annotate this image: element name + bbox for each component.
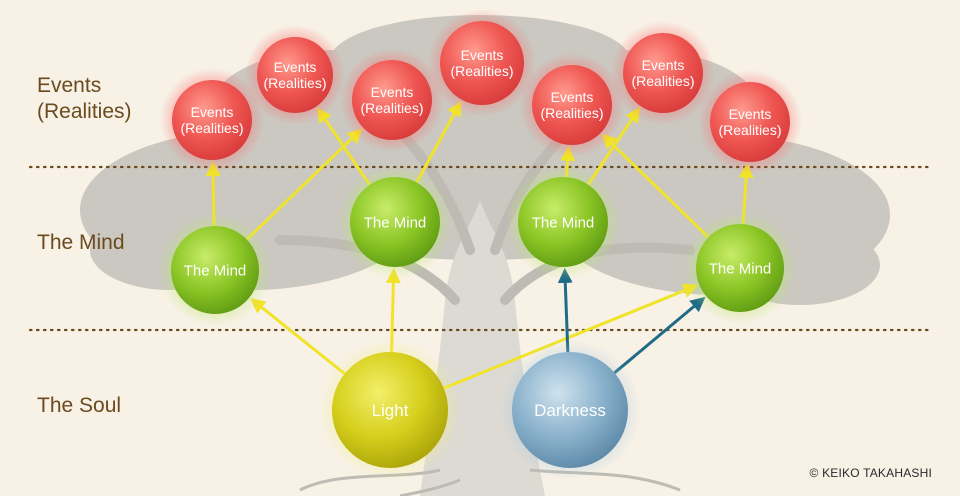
row-label-events-line2: (Realities) [37,100,132,123]
event-node-3: Events(Realities) [340,48,444,152]
event-node-4: Events(Realities) [428,9,536,117]
event-node-2: Events(Realities) [245,25,345,125]
event-node-7: Events(Realities) [698,70,802,174]
event-node-7-circle [710,82,790,162]
event-node-3-label: (Realities) [360,100,423,116]
arrow-m4-to-e5 [601,133,710,239]
soul-node-light-label: Light [372,401,409,420]
event-node-6: Events(Realities) [611,21,715,125]
event-node-1-circle [172,80,252,160]
event-node-1: Events(Realities) [160,68,264,172]
arrow-light-to-m4 [443,283,699,390]
mind-node-2: The Mind [338,165,452,279]
soul-node-darkness-circle [512,352,628,468]
event-node-7-label: (Realities) [718,122,781,138]
event-node-4-label: (Realities) [450,63,513,79]
row-label-events-line1: Events [37,74,102,97]
event-node-6-label: Events [642,57,685,73]
event-node-6-circle [623,33,703,113]
event-node-5-label: Events [551,89,594,105]
arrow-m1-to-e3 [245,128,363,241]
event-node-2-label: (Realities) [263,75,326,91]
event-node-3-circle [352,60,432,140]
row-label-events: Events (Realities) [37,73,132,125]
mind-node-2-label: The Mind [364,214,427,231]
arrow-m2-to-e2 [316,107,371,186]
soul-node-light: Light [320,340,460,480]
arrow-light-to-m1 [250,298,346,375]
arrows [205,100,754,390]
copyright-notice: © KEIKO TAKAHASHI [809,466,932,480]
event-node-5-circle [532,65,612,145]
event-node-1-label: Events [191,104,234,120]
mind-node-4-circle [696,224,784,312]
mind-node-2-circle [350,177,440,267]
event-node-4-circle [440,21,524,105]
arrow-dark-to-m3 [557,267,573,353]
event-node-1-label: (Realities) [180,120,243,136]
arrow-m2-to-e4 [415,100,462,184]
mind-node-4: The Mind [684,212,796,324]
event-node-5: Events(Realities) [520,53,624,157]
event-node-6-label: (Realities) [631,73,694,89]
arrow-dark-to-m4 [613,296,706,374]
mind-node-1-circle [171,226,259,314]
row-label-soul: The Soul [37,394,122,417]
mind-node-3-label: The Mind [532,214,595,231]
soul-node-light-circle [332,352,448,468]
arrow-light-to-m2 [385,267,401,353]
soul-node-darkness: Darkness [500,340,640,480]
mind-node-4-label: The Mind [709,260,772,277]
event-node-2-circle [257,37,333,113]
event-node-4-label: Events [461,47,504,63]
soul-node-darkness-label: Darkness [534,401,606,420]
event-node-7-label: Events [729,106,772,122]
row-label-mind: The Mind [37,231,125,254]
event-node-3-label: Events [371,84,414,100]
nodes: Events(Realities)Events(Realities)Events… [159,9,802,480]
mind-node-3: The Mind [506,165,620,279]
event-node-5-label: (Realities) [540,105,603,121]
event-node-2-label: Events [274,59,317,75]
mind-node-1-label: The Mind [184,262,247,279]
mind-node-1: The Mind [159,214,271,326]
mind-node-3-circle [518,177,608,267]
